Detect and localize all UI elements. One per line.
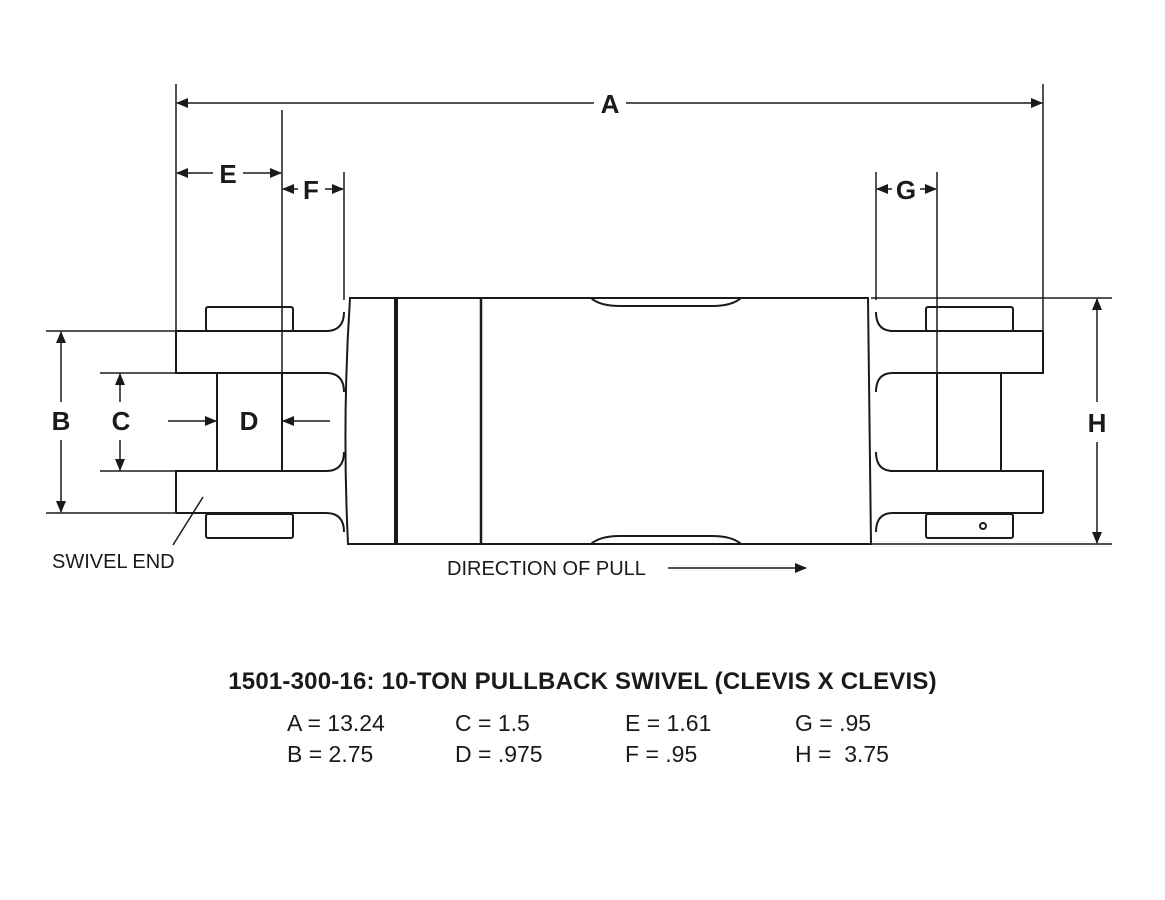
label-d: D [240,406,259,436]
right-clevis [875,306,1044,539]
spec-h: H = 3.75 [795,741,889,767]
body-outline [344,297,873,545]
right-pin-hole [979,522,987,530]
spec-b: B = 2.75 [287,741,374,767]
swivel-body [344,297,873,545]
right-top-pin-cap [925,306,1014,332]
spec-d: D = .975 [455,741,543,767]
left-bottom-pin-cap [205,513,294,539]
left-upper-jaw [175,311,345,393]
spec-c: C = 1.5 [455,710,530,736]
right-upper-jaw [875,311,1044,393]
label-f: F [303,175,319,205]
right-lower-jaw [875,451,1044,533]
label-e: E [219,159,236,189]
swivel-end-label: SWIVEL END [52,551,175,573]
swivel-end-leader [172,496,204,546]
spec-g: G = .95 [795,710,872,736]
left-clevis [175,306,345,539]
label-b: B [52,406,71,436]
right-bottom-pin-cap [925,513,1014,539]
left-top-pin-cap [205,306,294,332]
spec-f: F = .95 [625,741,698,767]
spec-a: A = 13.24 [287,710,385,736]
label-a: A [601,89,620,119]
product-title: 1501-300-16: 10-TON PULLBACK SWIVEL (CLE… [228,668,937,695]
label-h: H [1088,408,1107,438]
label-c: C [112,406,131,436]
left-lower-jaw [175,451,345,533]
direction-of-pull-label: DIRECTION OF PULL [447,558,646,580]
spec-e: E = 1.61 [625,710,712,736]
label-g: G [896,175,916,205]
